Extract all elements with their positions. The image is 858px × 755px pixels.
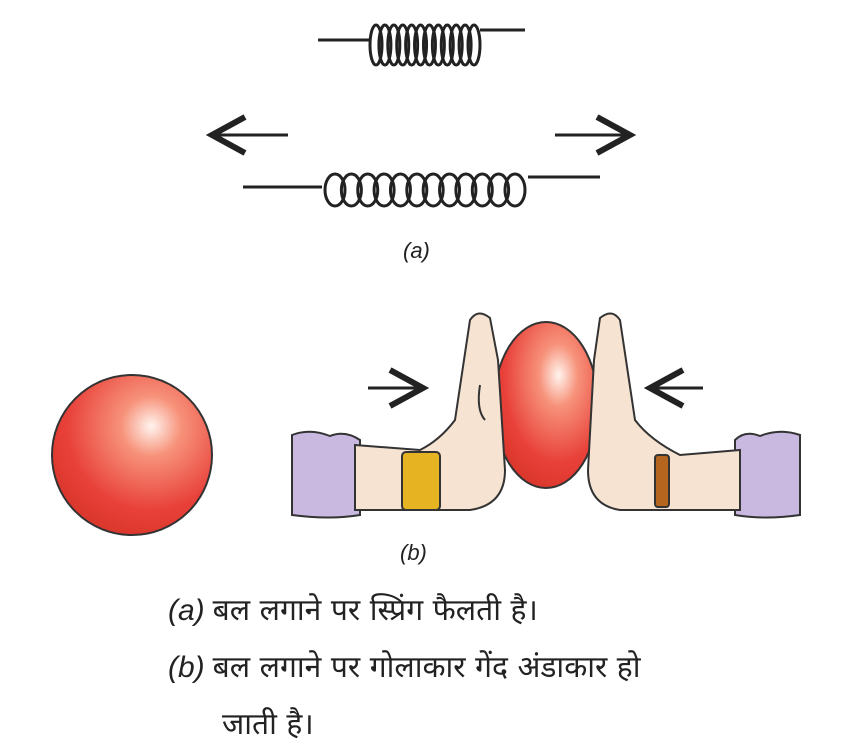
spring-coil [503,172,527,208]
caption-b: (b)बल लगाने पर गोलाकार गेंद अंडाकार हो [168,645,641,686]
round-ball [51,374,213,536]
spring-coil [466,23,482,67]
spring-coil [405,172,429,208]
figure-label-a: (a) [403,238,430,263]
right-hand [586,312,801,519]
spring-coil [368,23,384,67]
spring-coil [323,172,347,208]
spring-coil [386,23,402,67]
caption-b-marker: (b) [168,651,205,684]
spring-coil [421,23,437,67]
oval-ball [493,321,599,489]
spring-coil [388,172,412,208]
spring-coil [457,23,473,67]
caption-a-marker: (a) [168,594,205,627]
caption-b-text: बल लगाने पर गोलाकार गेंद अंडाकार हो [212,650,641,685]
left-hand [291,312,507,519]
figure-label-b: (b) [400,540,427,565]
caption-a-text: बल लगाने पर स्प्रिंग फैलती है। [212,593,538,628]
spring-coil [372,172,396,208]
caption-a: (a)बल लगाने पर स्प्रिंग फैलती है। [168,588,538,629]
spring-coil [438,172,462,208]
spring-coil [356,172,380,208]
spring-coil [487,172,511,208]
spring-coil [439,23,455,67]
spring-coil [404,23,420,67]
spring-coil [413,23,429,67]
caption-b-continued: जाती है। [222,707,314,742]
spring-coil [395,23,411,67]
spring-coil [470,172,494,208]
relaxed-spring [318,23,525,67]
spring-coil [421,172,445,208]
spring-coil [430,23,446,67]
stretched-spring [243,172,600,208]
spring-coil [454,172,478,208]
spring-coil [377,23,393,67]
spring-coil [339,172,363,208]
spring-coil [448,23,464,67]
